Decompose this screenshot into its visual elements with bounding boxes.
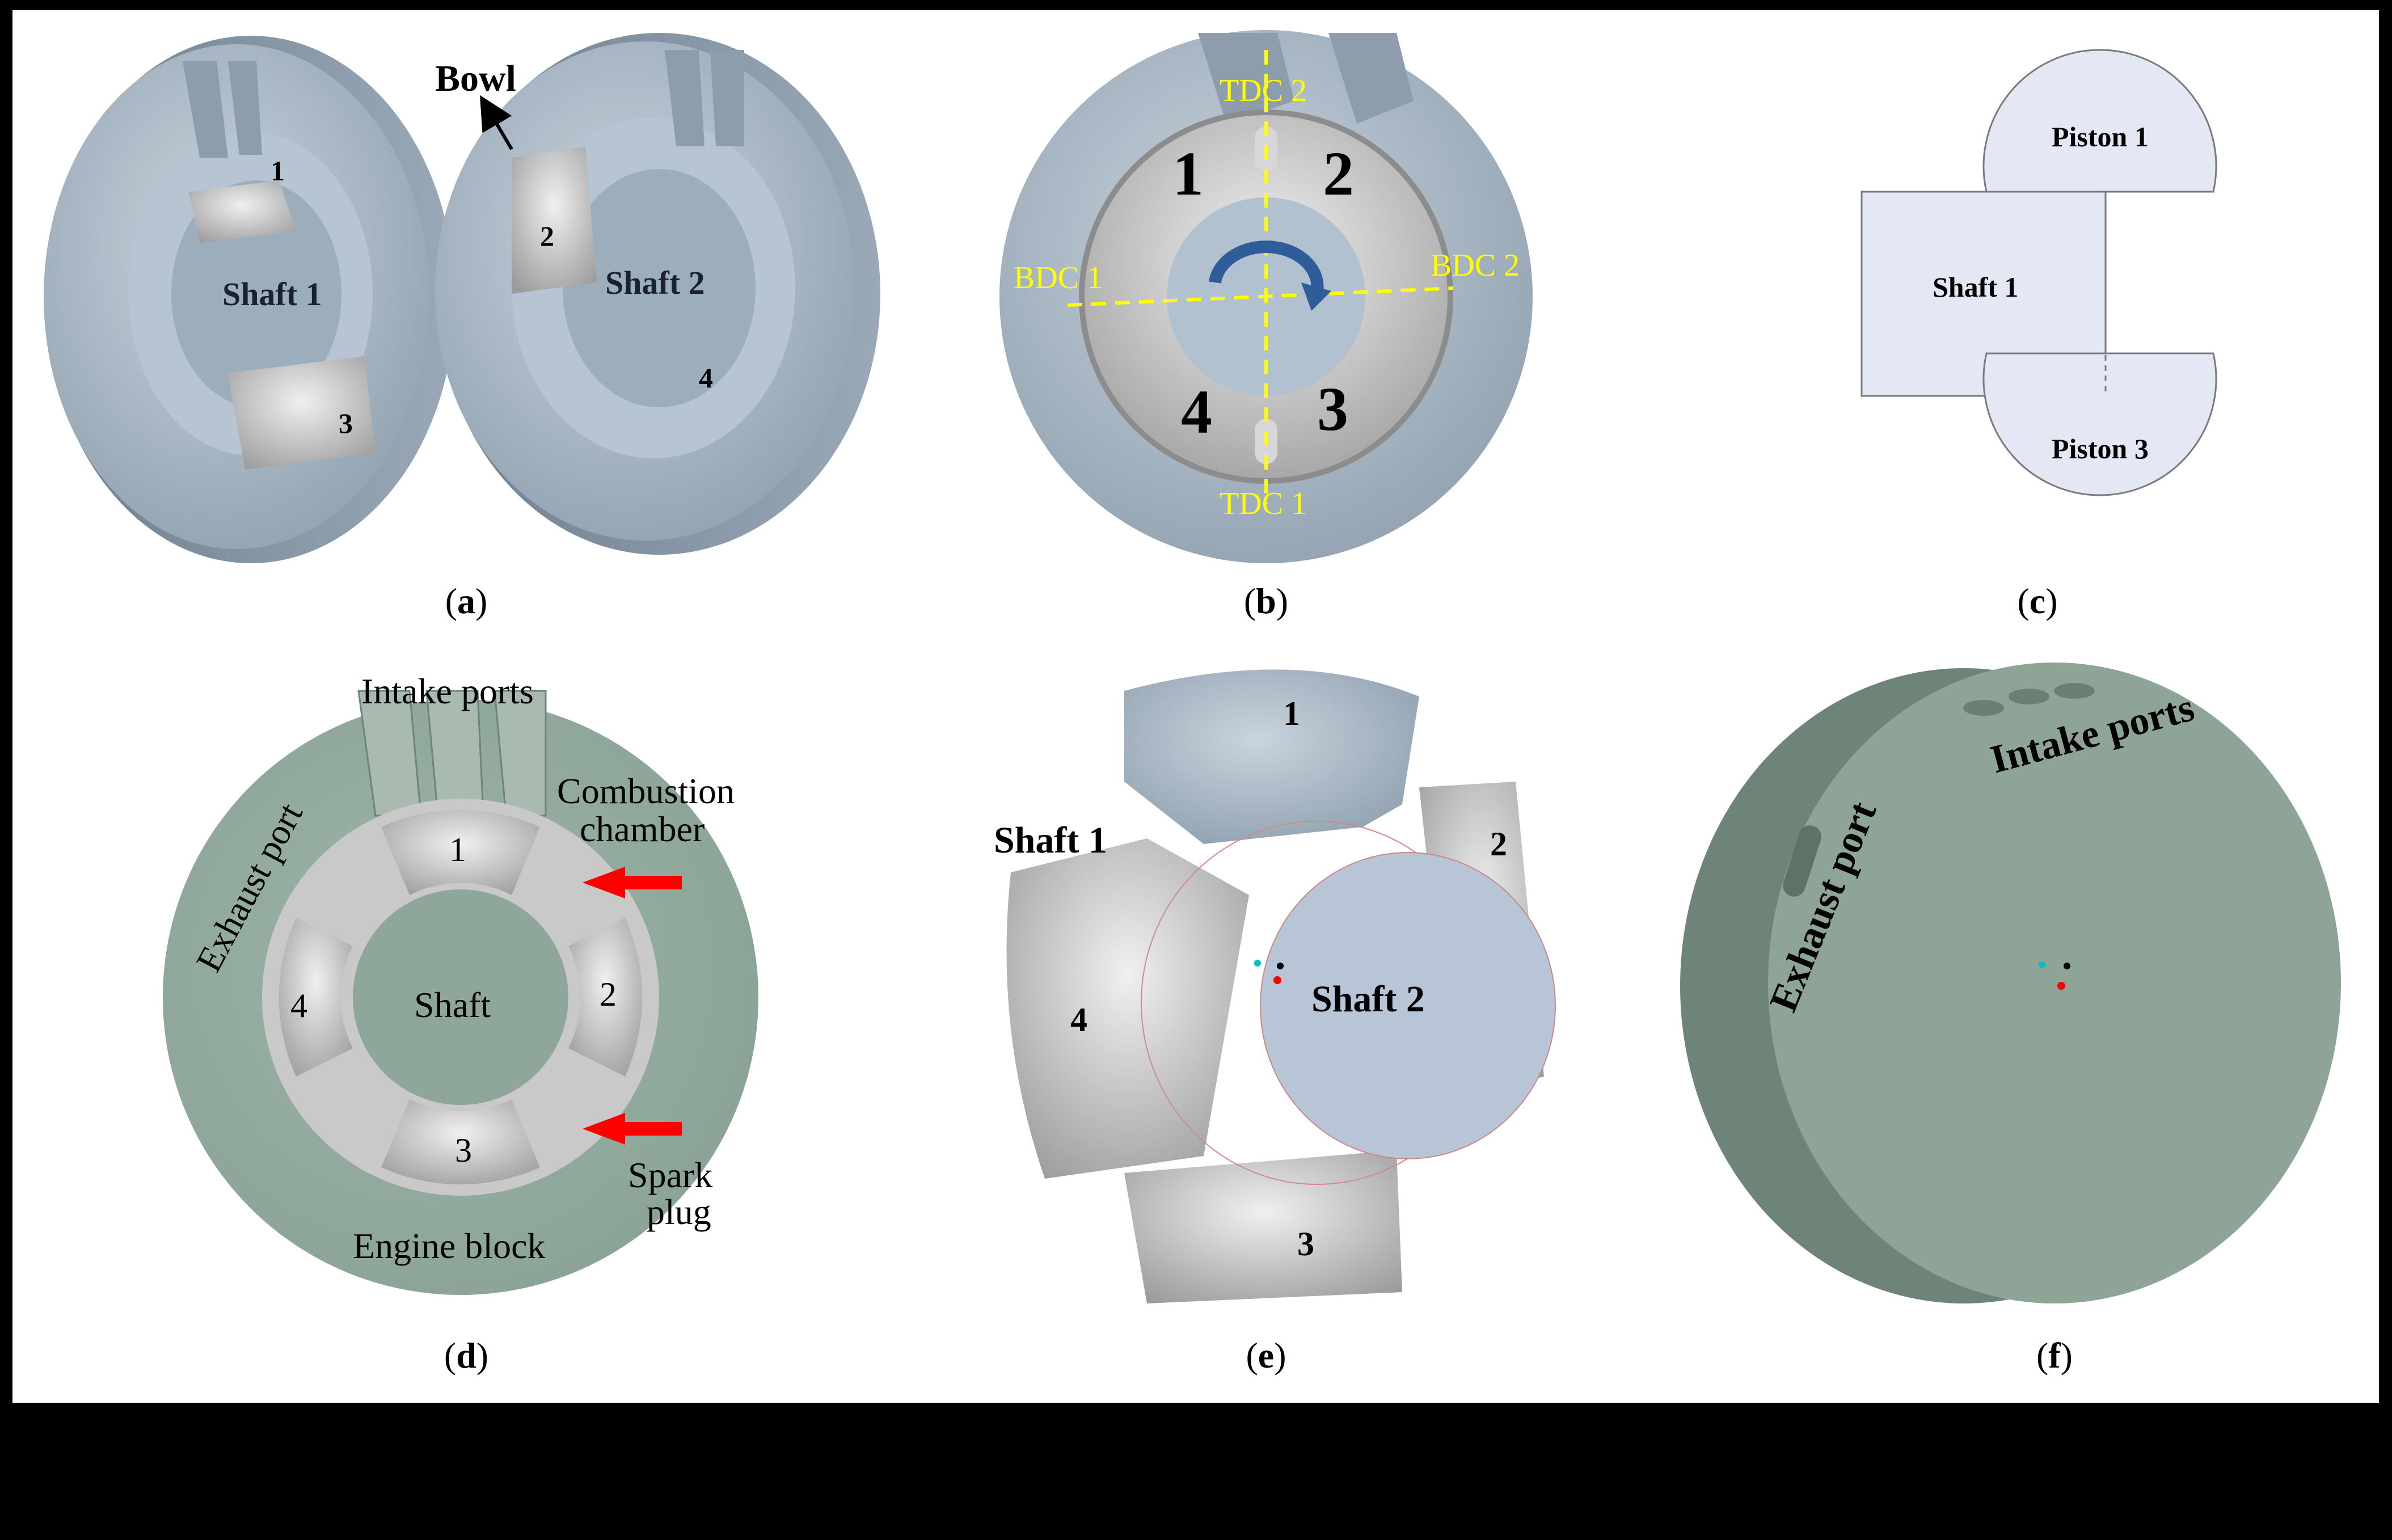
piston-1-block-a	[188, 180, 296, 243]
shaft-label-d: Shaft	[414, 985, 491, 1025]
piston-3-block-a	[228, 356, 376, 470]
dot-red-e	[1273, 976, 1281, 984]
piston-2-block-a	[512, 146, 597, 294]
exhaust-hole-f	[1783, 825, 1821, 897]
rotation-arrow	[1209, 241, 1324, 292]
bdc2-label: BDC 2	[1431, 248, 1520, 283]
piston-1-shape	[1982, 49, 2217, 193]
piston-number-d-3: 3	[455, 1132, 472, 1169]
piston-number-e-4: 4	[1070, 1001, 1087, 1039]
dot-cyan-e	[1254, 960, 1261, 967]
dot-black-e	[1277, 963, 1284, 969]
caption-f-letter: f	[2048, 1335, 2061, 1376]
shaft-2-label-e: Shaft 2	[1311, 978, 1425, 1020]
piston-number-a-1: 1	[271, 155, 285, 187]
shaft-2-label-a: Shaft 2	[605, 264, 705, 301]
dot-black-f	[2064, 963, 2070, 969]
dot-cyan-f	[2039, 961, 2045, 968]
tdc1-label: TDC 1	[1220, 486, 1307, 521]
tdc2-label: TDC 2	[1220, 73, 1307, 108]
piston-number-d-2: 2	[600, 976, 617, 1013]
piston-d-2	[568, 918, 643, 1077]
disc-right-port	[665, 50, 704, 146]
panel-f: Intake ports Exhaust port	[1680, 663, 2341, 1303]
chamber-b-2: 2	[1323, 139, 1354, 208]
bowl-arrow	[479, 95, 513, 150]
shaft-1-label-c: Shaft 1	[1933, 271, 2018, 303]
shaft-d	[353, 889, 568, 1105]
piston-number-e-3: 3	[1297, 1225, 1314, 1263]
piston-number-e-1: 1	[1283, 695, 1300, 732]
caption-c: (c)	[2017, 581, 2058, 621]
caption-d: (d)	[444, 1335, 489, 1376]
port-b-1	[1198, 33, 1294, 124]
disc-left-port-2	[228, 61, 262, 155]
piston-number-d-4: 4	[290, 987, 307, 1024]
piston-d-3	[381, 1099, 540, 1185]
port-b-2	[1328, 33, 1414, 124]
spark-label-1: Spark	[628, 1155, 712, 1195]
disc-left-port	[183, 61, 228, 158]
panel-e: Shaft 1 Shaft 2 1 2 3 4	[994, 669, 1556, 1303]
piston-3-label: Piston 3	[2052, 433, 2149, 465]
chamber-b-4: 4	[1181, 377, 1212, 446]
combustion-arrow	[583, 867, 682, 898]
intake-hole-f-1	[1963, 700, 2004, 716]
cylinder-f-face	[1768, 663, 2341, 1303]
engine-block-label: Engine block	[353, 1226, 545, 1266]
spark-arrow	[583, 1113, 682, 1145]
caption-e-letter: e	[1258, 1335, 1275, 1376]
caption-b: (b)	[1243, 581, 1289, 621]
panel-a: Bowl Shaft 1 Shaft 2 1 3 2 4	[44, 33, 880, 563]
figure-svg: Bowl Shaft 1 Shaft 2 1 3 2 4 TDC 2 TDC 1…	[44, 30, 2341, 1303]
spark-label-2: plug	[647, 1192, 711, 1232]
intake-hole-f-3	[2054, 683, 2095, 699]
piston-1-label: Piston 1	[2052, 121, 2149, 153]
caption-f: (f)	[2036, 1335, 2073, 1376]
panel-d: Intake ports Combustion chamber Exhaust …	[163, 671, 758, 1295]
disc-right-shaft	[563, 169, 756, 407]
figure-canvas: Bowl Shaft 1 Shaft 2 1 3 2 4 TDC 2 TDC 1…	[12, 10, 2379, 1403]
piston-d-4	[279, 918, 353, 1077]
piston-number-e-2: 2	[1490, 825, 1507, 863]
piston-number-a-4: 4	[699, 362, 713, 394]
caption-e: (e)	[1246, 1335, 1286, 1376]
caption-d-letter: d	[456, 1335, 476, 1376]
shaft-1-label-a: Shaft 1	[222, 276, 322, 313]
chamber-b-3: 3	[1317, 374, 1348, 444]
dot-red-f	[2057, 982, 2065, 990]
piston-e-1	[1124, 669, 1419, 844]
shaft-2-disc	[1260, 852, 1556, 1159]
combustion-label-2: chamber	[580, 809, 704, 849]
piston-3-shape	[1982, 352, 2217, 496]
bdc-guide	[1067, 286, 1454, 307]
bdc1-label: BDC 1	[1014, 260, 1103, 296]
intake-port-d-3	[493, 690, 547, 817]
caption-a: (a)	[445, 581, 488, 621]
chamber-b-1: 1	[1172, 139, 1204, 208]
intake-hole-f-2	[2009, 689, 2049, 704]
rotation-arrow-head	[1301, 282, 1331, 311]
shaft-1-label-e: Shaft 1	[994, 820, 1107, 861]
disc-right-port-2	[710, 50, 744, 146]
bowl-label: Bowl	[435, 58, 516, 99]
caption-b-letter: b	[1256, 581, 1276, 621]
piston-number-d-1: 1	[449, 831, 466, 868]
piston-d-1	[381, 809, 540, 895]
piston-number-a-2: 2	[540, 220, 554, 252]
intake-label-d: Intake ports	[361, 671, 534, 711]
caption-c-letter: c	[2029, 581, 2046, 621]
piston-e-4	[1006, 838, 1249, 1179]
caption-a-letter: a	[457, 581, 475, 621]
combustion-label-1: Combustion	[557, 771, 735, 811]
piston-e-3	[1124, 1150, 1402, 1303]
panel-c: Piston 1 Shaft 1 Piston 3	[1861, 49, 2217, 496]
panel-b: TDC 2 TDC 1 BDC 1 BDC 2 1 2 3 4	[999, 30, 1533, 563]
piston-number-a-3: 3	[339, 407, 353, 439]
